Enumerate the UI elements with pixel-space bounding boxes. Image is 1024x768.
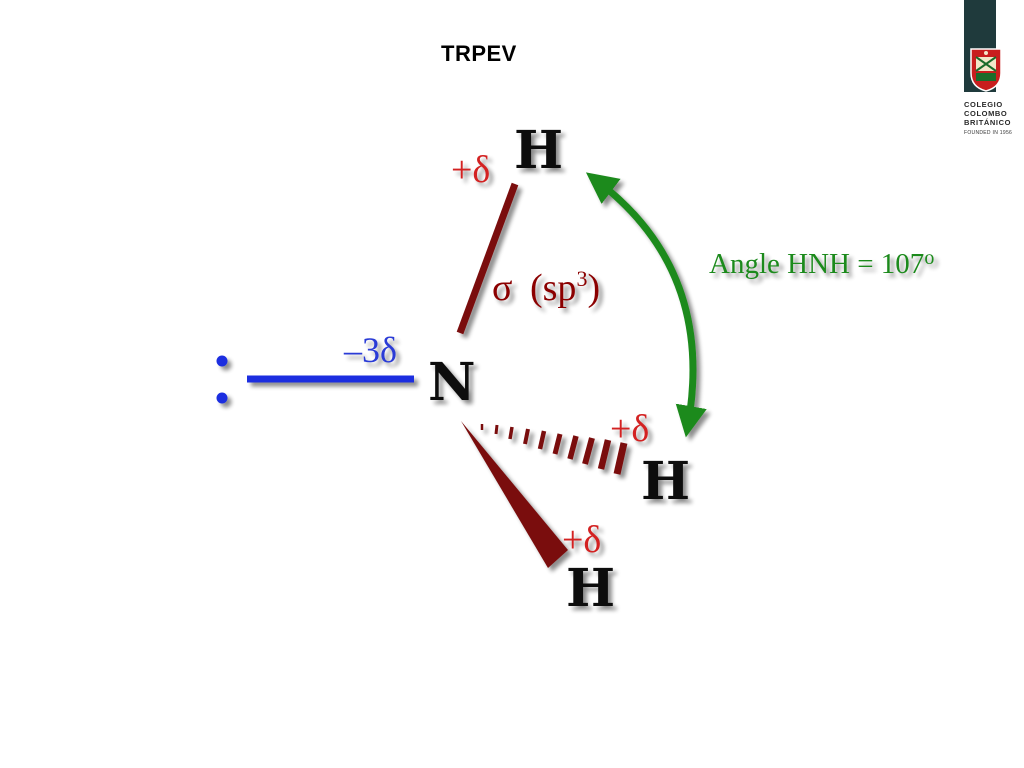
hybrid-text: (sp — [530, 267, 576, 309]
lone-pair-dot-bottom — [216, 392, 228, 404]
logo-founded: FOUNDED IN 1956 — [964, 130, 1013, 136]
shield-icon — [970, 48, 1002, 92]
logo-banner — [964, 0, 996, 40]
bond-top-h — [456, 182, 519, 335]
logo-line-2: COLOMBO — [964, 109, 1008, 118]
charge-h-bottom: +δ — [562, 519, 601, 561]
angle-label: Angle HNH = 107o — [709, 247, 934, 280]
nitrogen-atom: N — [428, 352, 476, 413]
sigma-bond-label: σ (sp3) — [492, 266, 600, 309]
logo-text: COLEGIO COLOMBO BRITÁNICO — [964, 100, 1011, 127]
hybrid-close: ) — [587, 267, 600, 309]
lone-pair-dot-top — [216, 355, 228, 367]
angle-text: Angle HNH = 107 — [709, 248, 924, 280]
logo-line-1: COLEGIO — [964, 100, 1003, 109]
hydrogen-right: H — [641, 451, 690, 512]
charge-h-right: +δ — [610, 408, 649, 450]
sigma-symbol: σ — [492, 267, 512, 309]
wedge-bond-bottom-h — [461, 421, 568, 568]
school-logo: COLEGIO COLOMBO BRITÁNICO FOUNDED IN 195… — [960, 0, 1024, 145]
charge-h-top: +δ — [451, 149, 490, 191]
angle-unit: o — [924, 247, 934, 269]
logo-line-3: BRITÁNICO — [964, 118, 1012, 127]
charge-n: –3δ — [343, 330, 397, 370]
hydrogen-top: H — [514, 120, 563, 181]
angle-arrow — [585, 172, 707, 438]
hydrogen-bottom: H — [566, 558, 615, 619]
slide-title: TRPEV — [441, 41, 517, 66]
hybrid-superscript: 3 — [576, 266, 587, 291]
hashed-bond-right-h — [480, 424, 628, 475]
